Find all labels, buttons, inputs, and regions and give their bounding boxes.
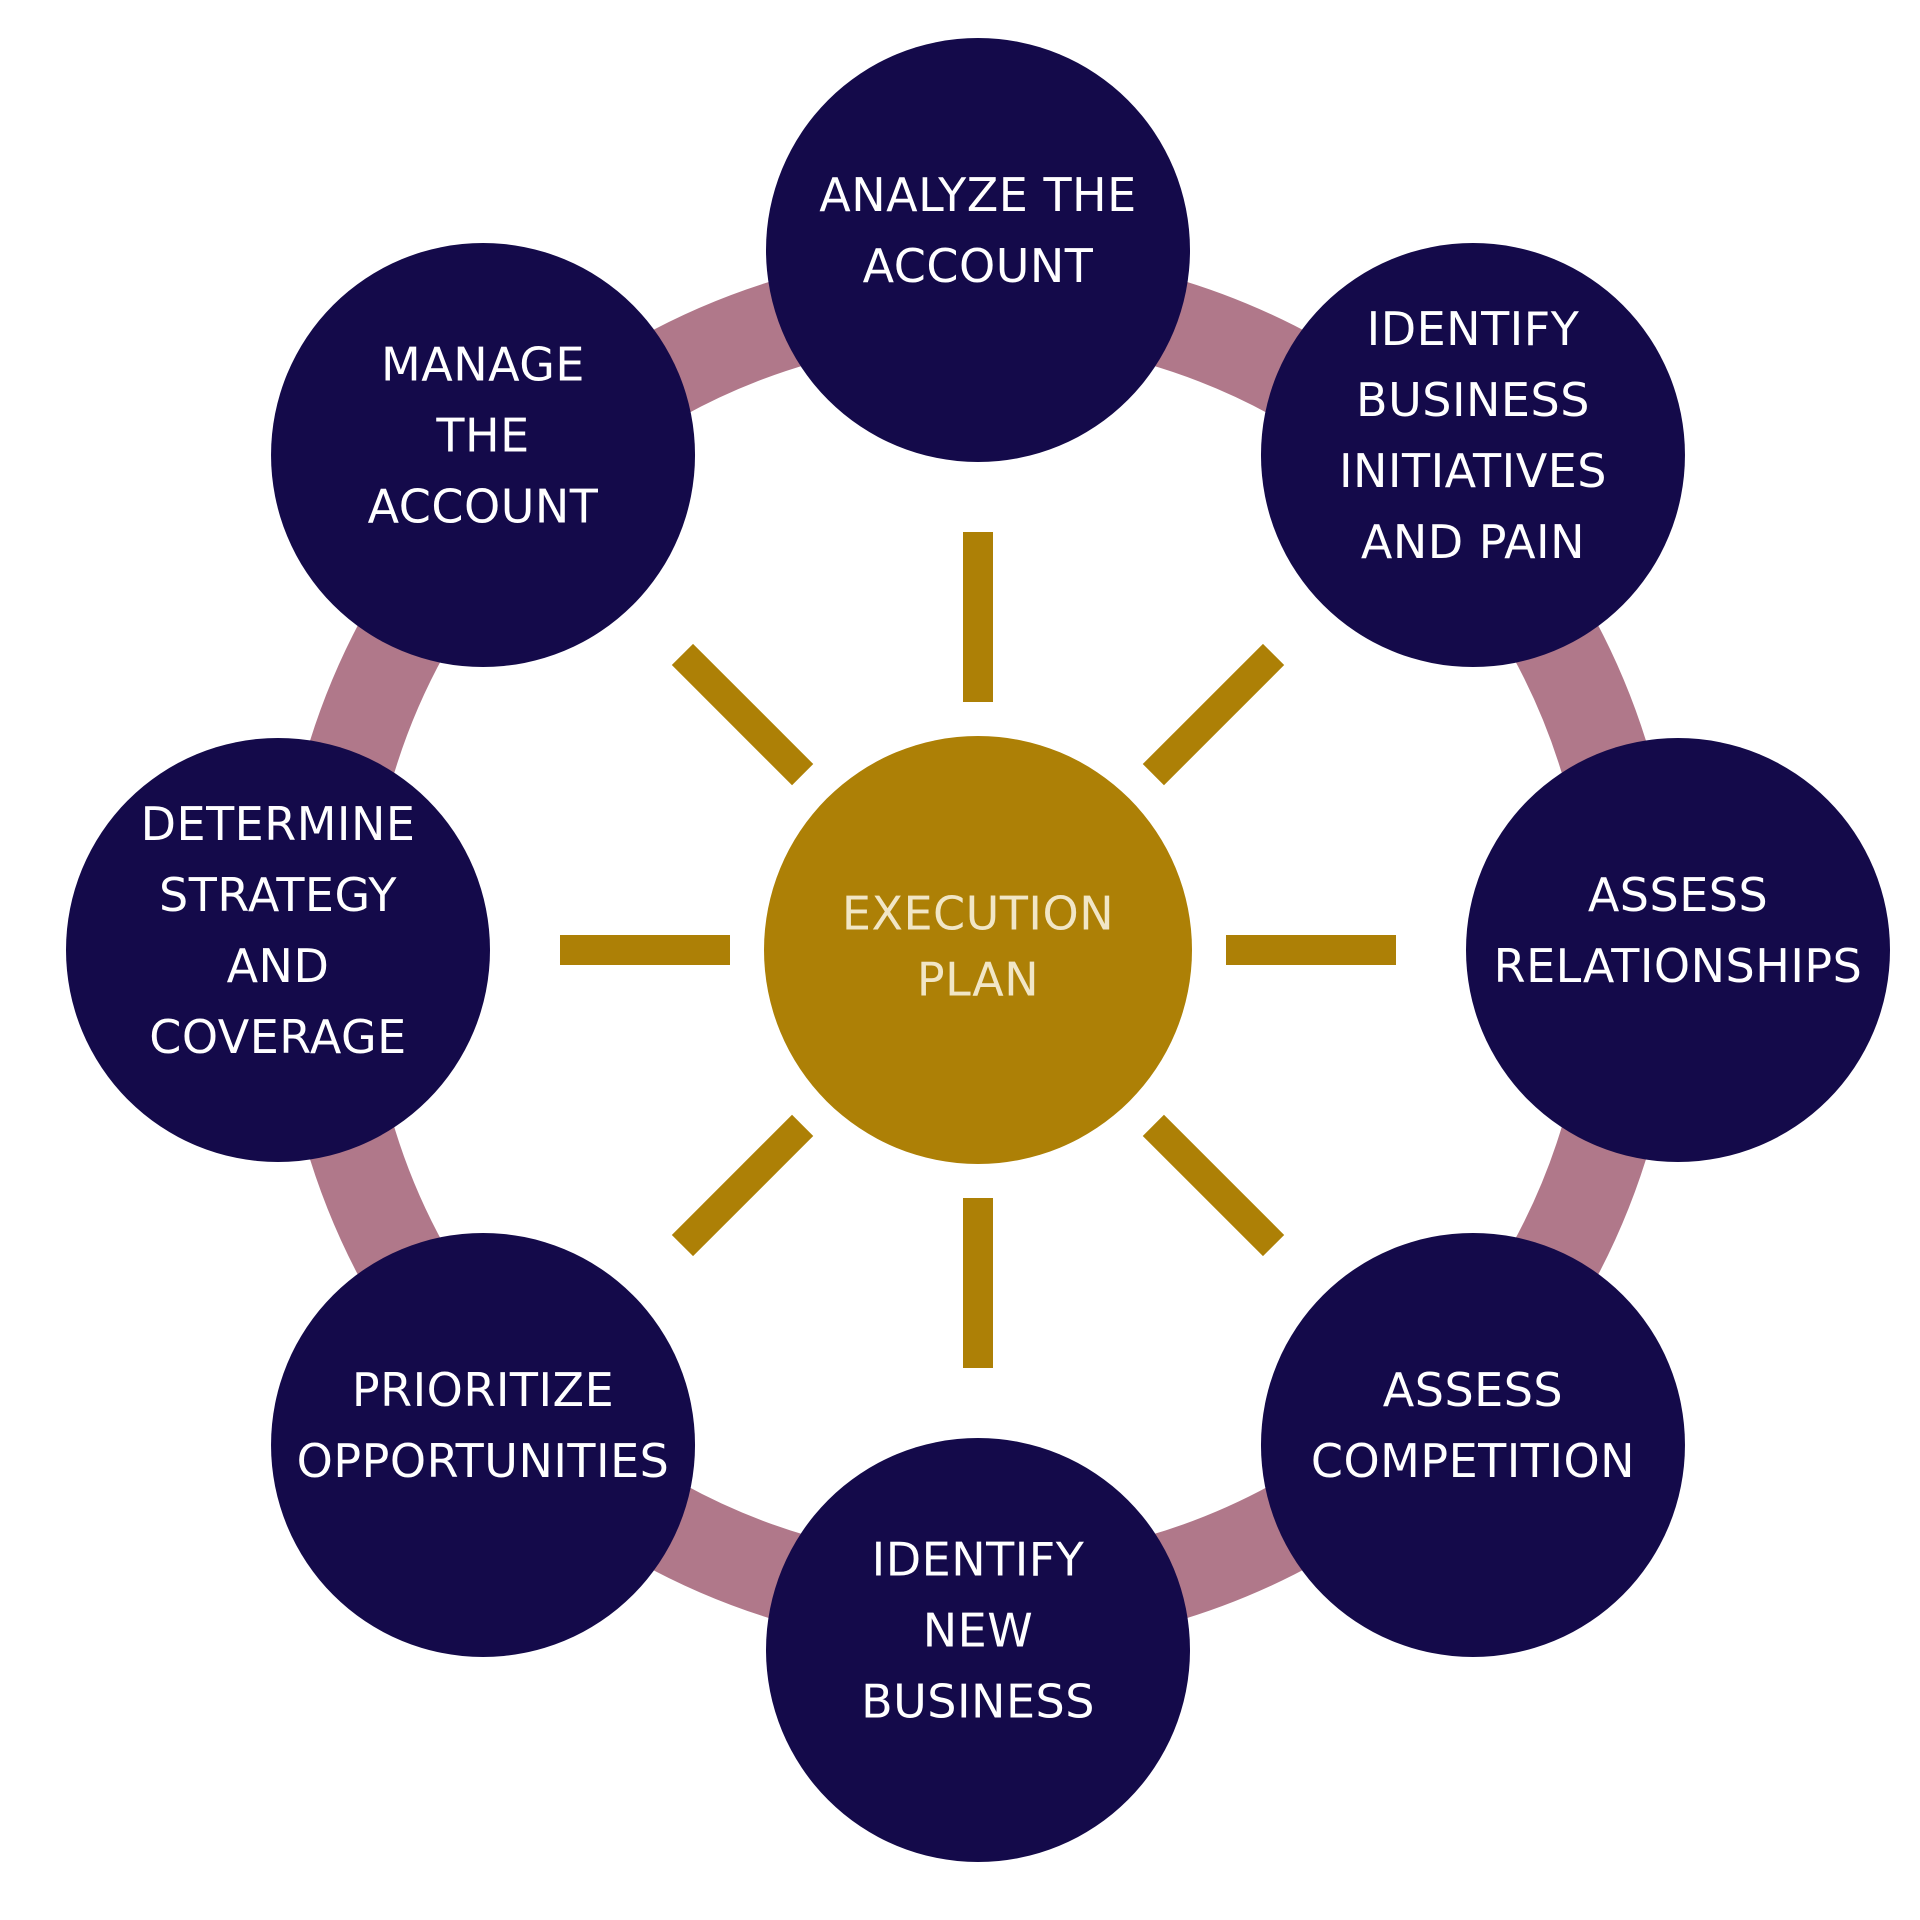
node-circle — [271, 243, 696, 668]
node-prioritize-opportunities: PRIORITIZE OPPORTUNITIES — [271, 1232, 696, 1657]
node-label-line: AND PAIN — [1361, 515, 1585, 569]
node-assess-relationships: ASSESS RELATIONSHIPS — [1466, 738, 1890, 1162]
node-identify-new-business: IDENTIFY NEW BUSINESS — [766, 1438, 1190, 1862]
spoke-line — [1142, 643, 1285, 786]
node-circle — [66, 738, 490, 1162]
node-label-line: ACCOUNT — [863, 239, 1094, 293]
node-circle — [1466, 738, 1890, 1162]
node-label-line: BUSINESS — [1356, 373, 1590, 427]
node-label-line: MANAGE — [381, 338, 585, 392]
node-label-line: PRIORITIZE — [352, 1363, 614, 1417]
node-label-line: COMPETITION — [1311, 1434, 1635, 1488]
node-label-line: ACCOUNT — [368, 480, 599, 534]
node-label-line: IDENTIFY — [872, 1533, 1085, 1587]
node-label-line: COVERAGE — [149, 1010, 407, 1064]
node-label-line: OPPORTUNITIES — [297, 1434, 670, 1488]
node-label-line: INITIATIVES — [1339, 444, 1607, 498]
center-hub: EXECUTION PLAN — [764, 736, 1192, 1164]
step-nodes: ANALYZE THE ACCOUNT IDENTIFY BUSINESS INITIA… — [66, 38, 1890, 1862]
spoke-line — [671, 643, 814, 786]
node-manage-the-account: MANAGE THE ACCOUNT — [271, 243, 696, 668]
node-analyze-the-account: ANALYZE THE ACCOUNT — [766, 38, 1190, 462]
node-label-line: ANALYZE THE — [819, 168, 1136, 222]
node-label-line: STRATEGY — [159, 868, 397, 922]
center-spokes — [560, 532, 1396, 1368]
node-label-line: AND — [227, 939, 330, 993]
center-label-line: PLAN — [917, 953, 1039, 1007]
node-label-line: BUSINESS — [861, 1675, 1095, 1729]
center-label-line: EXECUTION — [842, 887, 1114, 941]
spoke-line — [671, 1114, 814, 1257]
node-circle — [1260, 243, 1685, 668]
node-label-line: RELATIONSHIPS — [1494, 939, 1863, 993]
node-label-line: ASSESS — [1383, 1363, 1563, 1417]
center-circle — [764, 736, 1192, 1164]
node-label-line: DETERMINE — [141, 797, 416, 851]
node-identify-business-initiatives-and-pain: IDENTIFY BUSINESS INITIATIVES AND PAIN — [1260, 243, 1685, 668]
node-label-line: ASSESS — [1588, 868, 1768, 922]
node-label-line: THE — [435, 409, 529, 463]
node-assess-competition: ASSESS COMPETITION — [1260, 1232, 1685, 1657]
node-circle — [766, 38, 1190, 462]
spoke-line — [1142, 1114, 1285, 1257]
node-circle — [766, 1438, 1190, 1862]
node-label-line: NEW — [923, 1604, 1033, 1658]
node-determine-strategy-and-coverage: DETERMINE STRATEGY AND COVERAGE — [66, 738, 490, 1162]
node-circle — [1260, 1232, 1685, 1657]
node-label-line: IDENTIFY — [1367, 302, 1580, 356]
node-circle — [271, 1232, 696, 1657]
